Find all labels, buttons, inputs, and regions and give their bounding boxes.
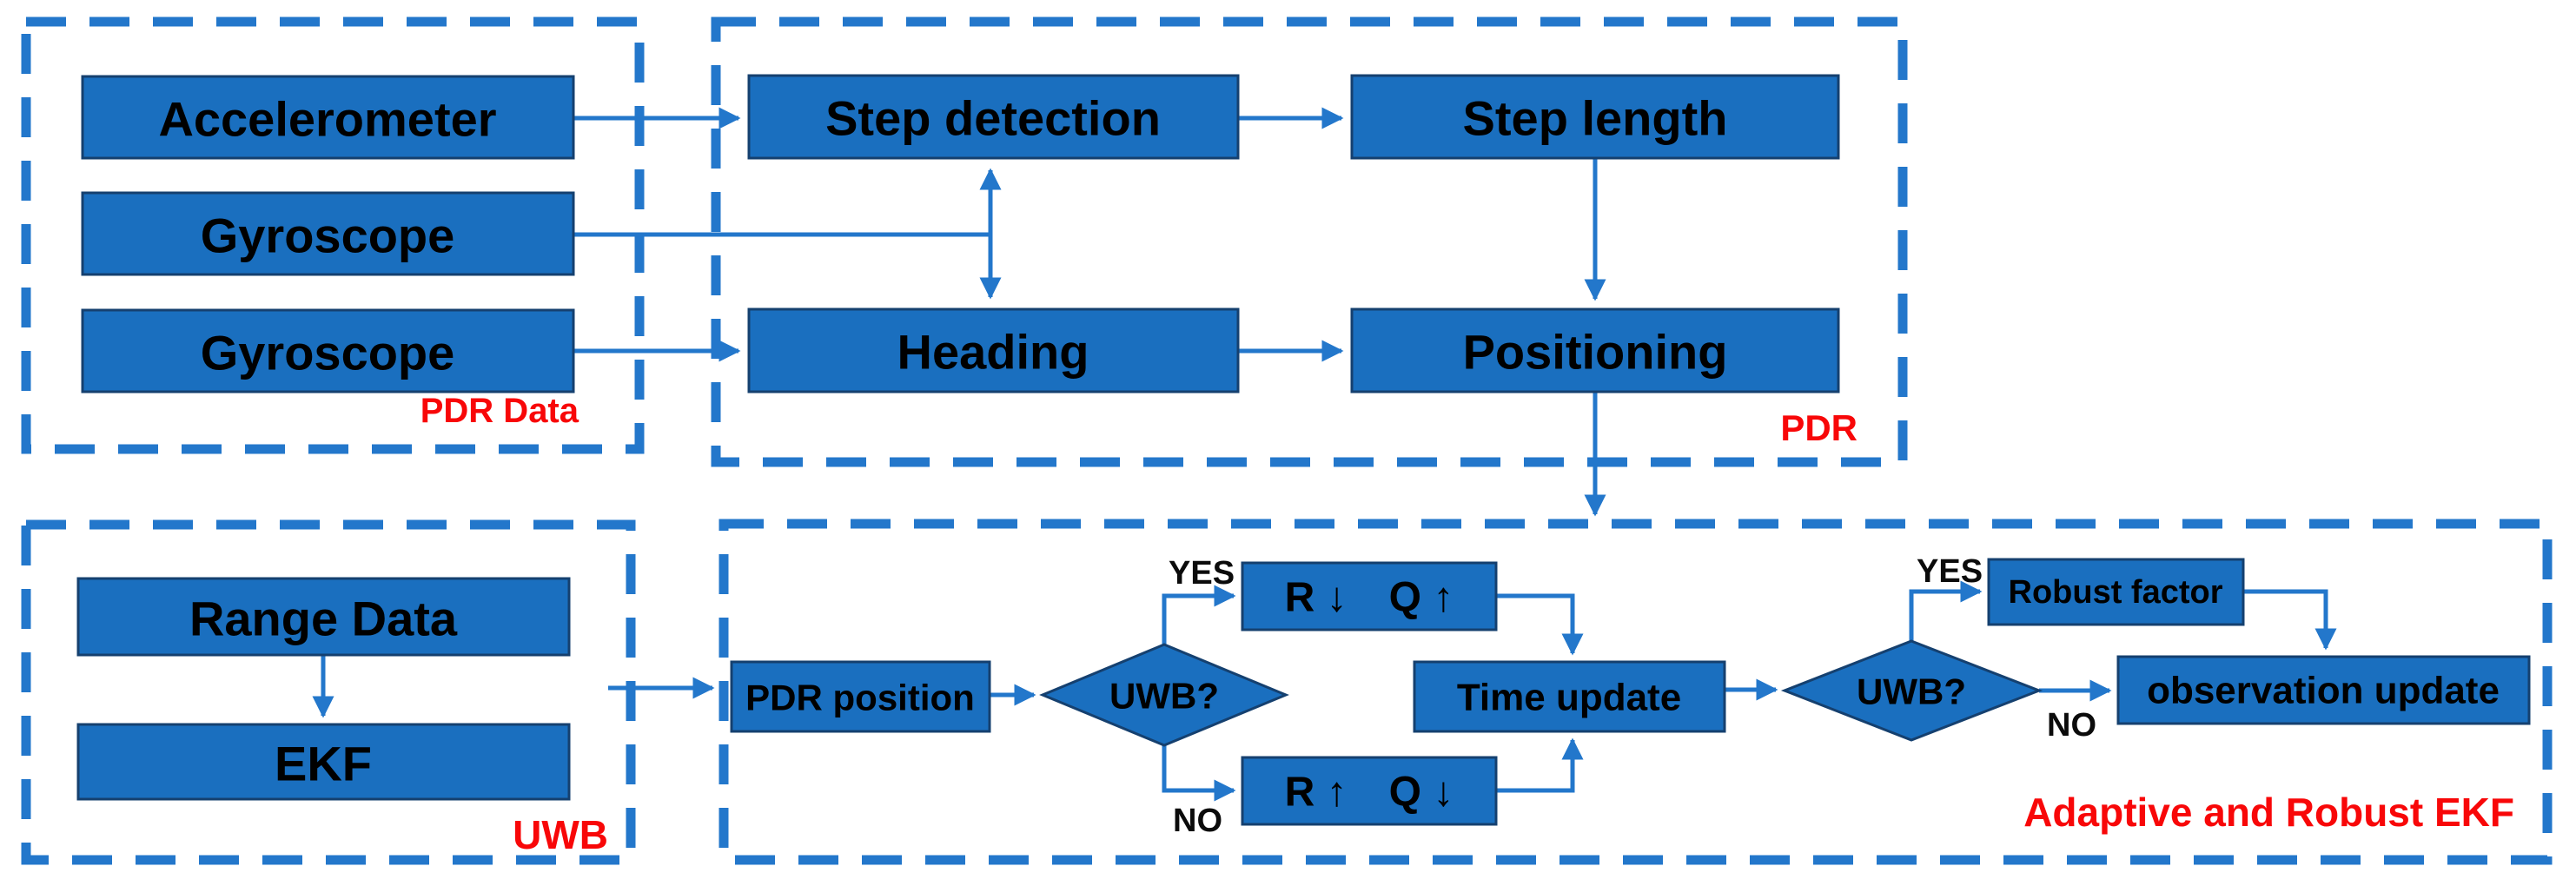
node-accelerometer (81, 75, 575, 160)
node-time-update (1413, 660, 1726, 733)
node-ekf-label: EKF (275, 737, 372, 791)
node-robust-factor-label: Robust factor (2009, 574, 2223, 611)
node-uwb-check-1-label: UWB? (1109, 676, 1219, 717)
container-label-pdr: PDR (1780, 407, 1858, 448)
node-positioning (1350, 307, 1840, 393)
node-time-update-label: Time update (1457, 677, 1681, 719)
container-label-pdr-data: PDR Data (421, 392, 579, 430)
edge-rq-no-to-time-update (1496, 737, 1584, 793)
node-observation-update (2116, 655, 2531, 725)
node-ekf (76, 723, 571, 801)
node-r-up-q-down (1241, 756, 1498, 826)
edge-uwb-check-2-yes (1909, 580, 1983, 643)
node-accelerometer-label: Accelerometer (158, 92, 496, 147)
node-step-length (1350, 74, 1840, 160)
container-label-uwb: UWB (513, 812, 608, 857)
node-heading-label: Heading (897, 325, 1089, 380)
node-range-data-label: Range Data (189, 592, 458, 646)
node-pdr-position-label: PDR position (745, 678, 975, 718)
branch-label-no-1: NO (1173, 803, 1222, 839)
node-range-data (76, 577, 571, 657)
node-positioning-label: Positioning (1463, 325, 1728, 380)
node-gyroscope-1-label: Gyroscope (201, 208, 455, 263)
container-pdr (711, 17, 1908, 467)
node-r-down-q-up-label: R ↓ Q ↑ (1285, 575, 1454, 621)
edge-uwb-check-1-yes (1162, 585, 1236, 646)
node-step-detection (747, 74, 1240, 160)
node-uwb-check-1-diamond (1039, 643, 1289, 747)
node-gyroscope-1 (81, 191, 575, 276)
node-r-down-q-up (1241, 561, 1498, 631)
branch-label-yes-2: YES (1917, 553, 1983, 590)
node-uwb-check-2-label: UWB? (1857, 671, 1966, 712)
container-uwb (21, 519, 636, 865)
container-adaptive-robust-ekf (718, 519, 2553, 865)
branch-label-no-2: NO (2047, 707, 2096, 744)
node-heading (747, 307, 1240, 393)
edge-rq-yes-to-time-update (1496, 593, 1584, 656)
node-robust-factor (1987, 558, 2245, 626)
branch-label-yes-1: YES (1169, 555, 1235, 592)
container-label-adaptive-robust-ekf: Adaptive and Robust EKF (2023, 790, 2514, 835)
node-r-up-q-down-label: R ↑ Q ↓ (1285, 770, 1454, 816)
node-step-detection-label: Step detection (825, 91, 1161, 146)
edge-uwb-check-1-no (1162, 744, 1236, 802)
node-pdr-position (730, 660, 991, 733)
node-observation-update-label: observation update (2147, 670, 2500, 712)
edge-robust-factor-to-observation-update (2243, 589, 2337, 651)
node-step-length-label: Step length (1463, 91, 1728, 146)
node-gyroscope-2-label: Gyroscope (201, 326, 455, 380)
node-gyroscope-2 (81, 308, 575, 393)
node-uwb-check-2-diamond (1780, 639, 2043, 742)
